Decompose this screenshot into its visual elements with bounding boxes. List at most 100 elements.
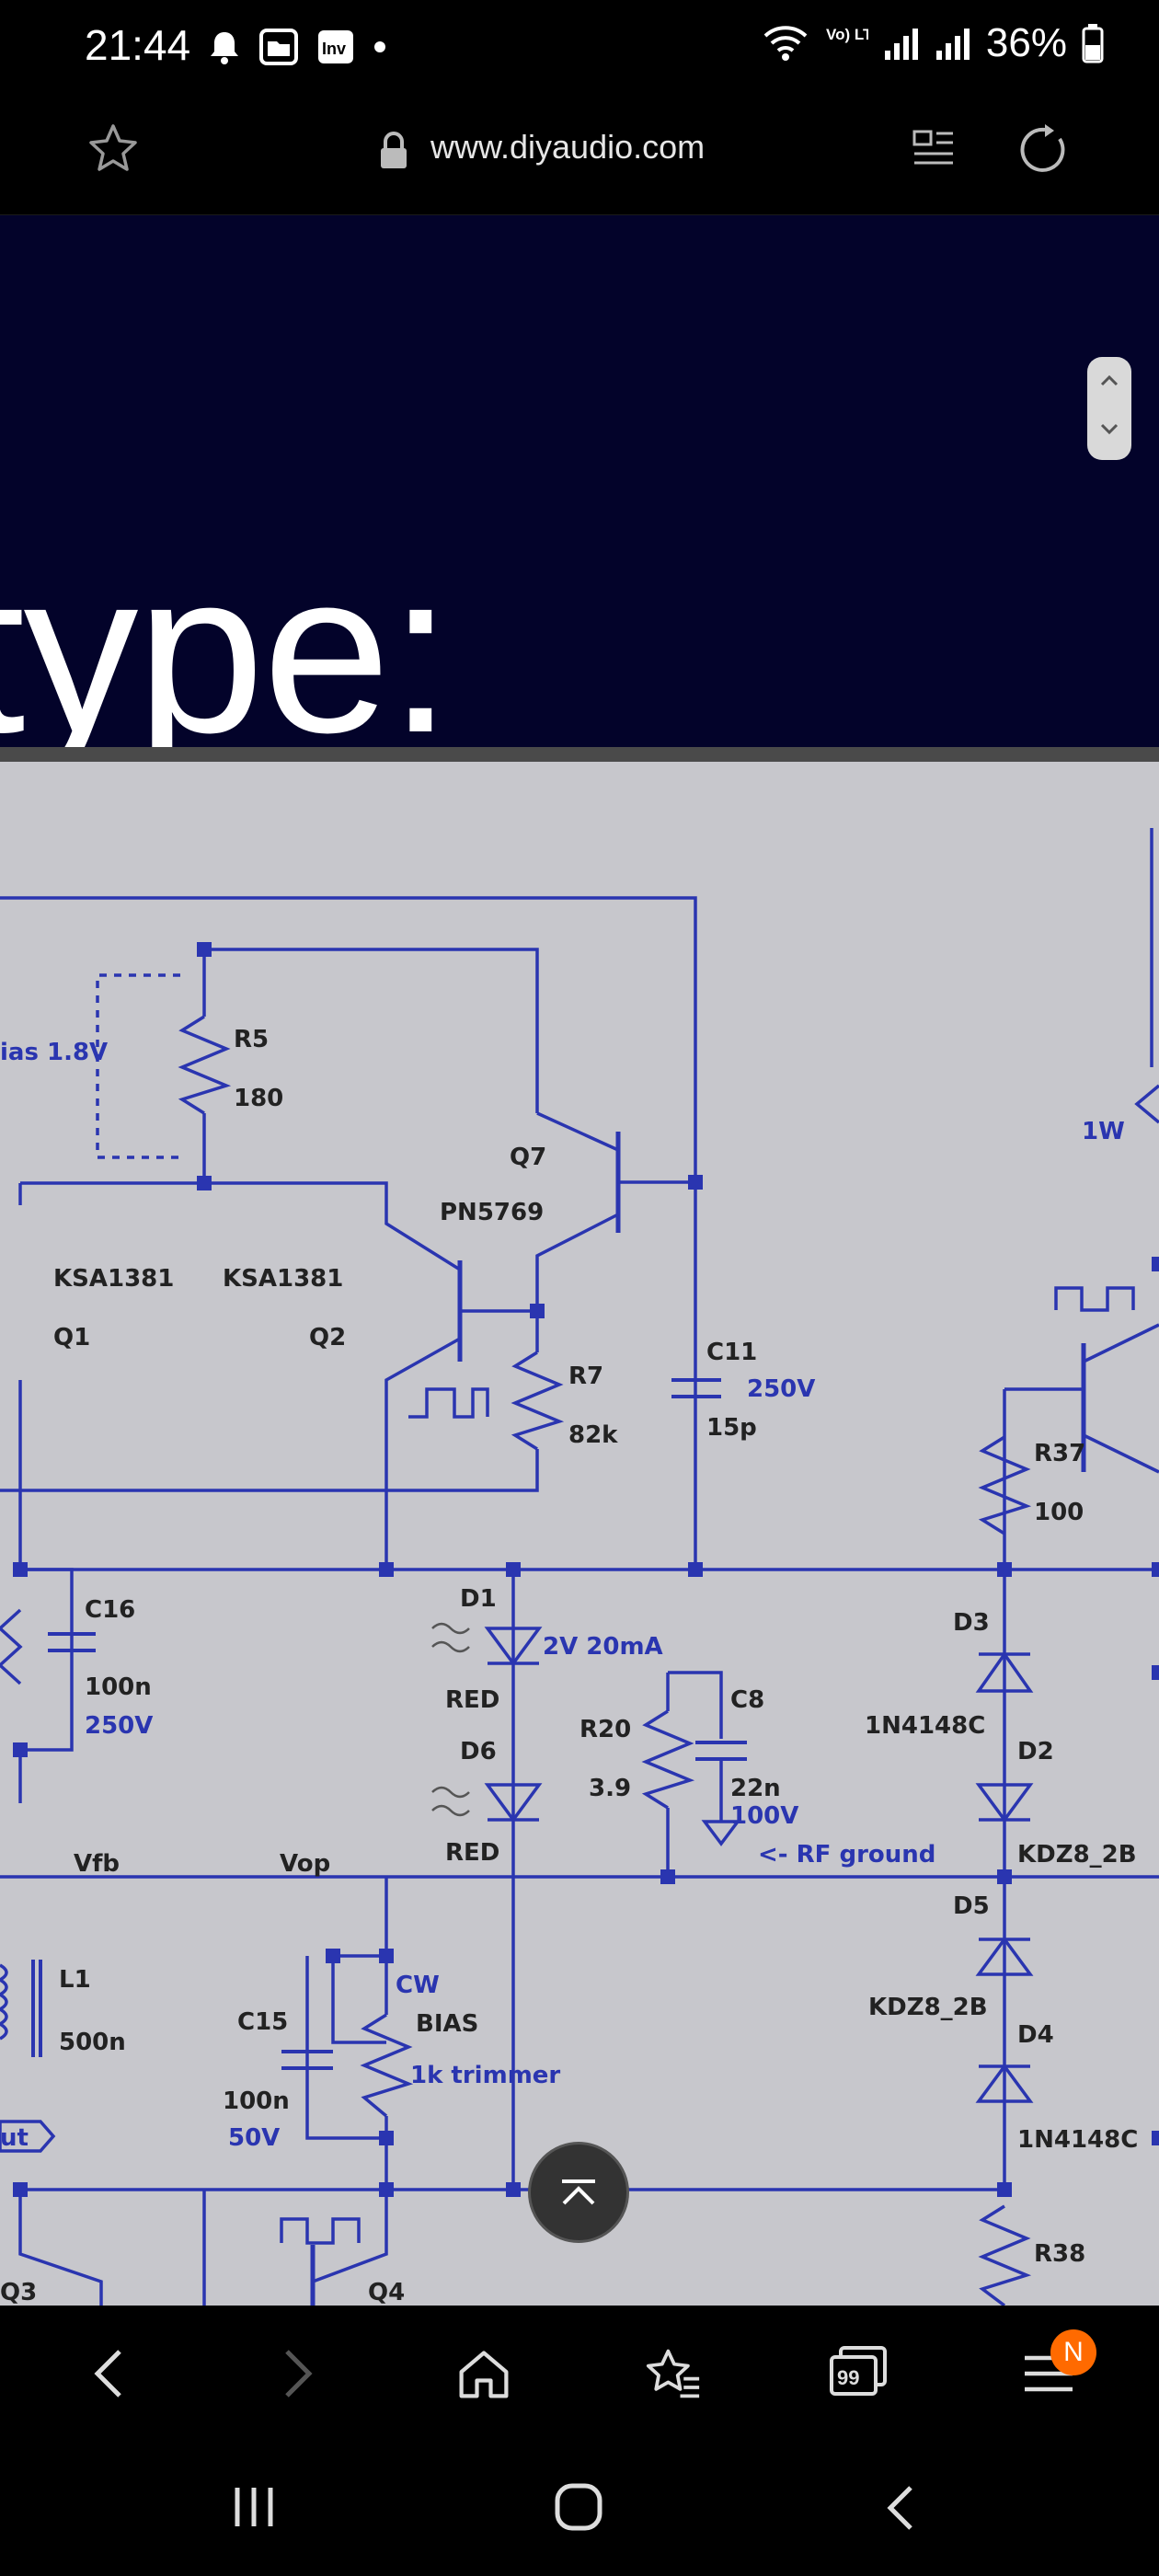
header-divider	[0, 747, 1159, 762]
wifi-icon	[763, 26, 808, 61]
reload-icon[interactable]	[1019, 124, 1071, 176]
label-c15-val: 100n	[223, 2087, 290, 2115]
label-bias-trimmer: BIAS	[416, 2010, 478, 2038]
label-c16: C16	[85, 1596, 135, 1624]
label-1n4148c-2: 1N4148C	[1017, 2126, 1138, 2154]
label-vfb: Vfb	[74, 1850, 120, 1878]
label-red1: RED	[445, 1686, 499, 1714]
back-to-top-button[interactable]	[528, 2142, 629, 2243]
back-nav-icon[interactable]	[881, 2484, 918, 2532]
chevron-up-icon	[1100, 374, 1119, 386]
svg-text:Inv: Inv	[322, 40, 346, 58]
lock-icon	[381, 132, 407, 168]
label-pn5769: PN5769	[440, 1199, 544, 1226]
status-bar: 21:44 Inv Vo) LTE1 36%	[0, 0, 1159, 97]
scroll-handle[interactable]	[1087, 357, 1131, 460]
system-nav-bar	[0, 2442, 1159, 2576]
bookmarks-icon	[646, 2349, 700, 2398]
label-r37: R37	[1034, 1440, 1085, 1467]
label-r20: R20	[580, 1716, 631, 1743]
chevron-down-icon	[1100, 423, 1119, 435]
label-c8-v: 100V	[730, 1802, 798, 1830]
inv-app-icon: Inv	[318, 30, 353, 63]
label-kdz8-1: KDZ8_2B	[1017, 1841, 1137, 1869]
schematic-image: ias 1.8V R5 180 Q7 PN5769 KSA1381 KSA138…	[0, 762, 1159, 2306]
label-c11-v: 250V	[747, 1375, 815, 1403]
label-d4: D4	[1017, 2021, 1054, 2049]
bell-icon	[211, 32, 238, 64]
label-q1: Q1	[53, 1324, 90, 1351]
bookmark-star-icon[interactable]	[86, 122, 140, 174]
label-red2: RED	[445, 1839, 499, 1867]
label-c15: C15	[237, 2008, 288, 2036]
browser-url-bar: www.diyaudio.com	[0, 97, 1159, 215]
label-vop: Vop	[280, 1850, 330, 1878]
status-time: 21:44	[85, 21, 191, 69]
status-right: Vo) LTE1 36%	[762, 20, 1104, 66]
label-c11: C11	[706, 1339, 757, 1366]
home-button[interactable]	[456, 2346, 511, 2401]
svg-text:Vo) LTE1: Vo) LTE1	[826, 26, 868, 43]
label-r5-val: 180	[234, 1085, 283, 1112]
label-q7: Q7	[510, 1144, 546, 1171]
notification-badge: N	[1050, 2329, 1096, 2375]
label-d1-spec: 2V 20mA	[543, 1633, 663, 1661]
dot-icon	[374, 41, 385, 52]
label-c8: C8	[730, 1686, 764, 1714]
label-r7-val: 82k	[568, 1421, 618, 1449]
label-kdz8-2: KDZ8_2B	[868, 1994, 988, 2021]
label-ksa1: KSA1381	[53, 1265, 174, 1293]
bookmarks-button[interactable]	[646, 2346, 701, 2401]
page-heading: type:	[0, 523, 453, 750]
label-r38: R38	[1034, 2240, 1085, 2268]
label-c16-val: 100n	[85, 1673, 152, 1701]
chevron-up-icon	[562, 2179, 595, 2205]
label-ksa2: KSA1381	[223, 1265, 343, 1293]
label-bias: ias 1.8V	[0, 1039, 108, 1066]
label-c11-val: 15p	[706, 1414, 757, 1442]
tabs-icon: 99	[830, 2346, 887, 2396]
label-l1: L1	[59, 1966, 91, 1994]
label-c8-val: 22n	[730, 1775, 781, 1802]
notification-icons: Inv	[208, 24, 386, 70]
label-d2: D2	[1017, 1738, 1054, 1765]
chevron-left-icon	[94, 2350, 121, 2398]
label-d3: D3	[953, 1609, 990, 1637]
svg-text:99: 99	[837, 2366, 859, 2389]
battery-icon	[1082, 24, 1104, 63]
forward-button[interactable]	[270, 2346, 326, 2401]
label-c16-v: 250V	[85, 1712, 153, 1740]
label-1n4148c-1: 1N4148C	[865, 1712, 985, 1740]
label-c15-v: 50V	[228, 2124, 280, 2152]
recent-apps-icon[interactable]	[230, 2484, 278, 2530]
chevron-right-icon	[285, 2350, 313, 2398]
label-l1-val: 500n	[59, 2029, 126, 2056]
back-button[interactable]	[81, 2346, 136, 2401]
signal-icon-1	[884, 29, 918, 60]
label-q2: Q2	[309, 1324, 346, 1351]
signal-icon-2	[935, 29, 970, 60]
label-q3: Q3	[0, 2279, 37, 2306]
tabs-button[interactable]: 99	[830, 2344, 889, 2399]
label-cw: CW	[396, 1972, 440, 1999]
label-q4: Q4	[368, 2279, 405, 2306]
url-text[interactable]: www.diyaudio.com	[430, 128, 706, 166]
label-out: ut	[0, 2124, 29, 2152]
label-d1: D1	[460, 1585, 497, 1613]
label-r20-val: 3.9	[589, 1775, 631, 1802]
home-icon	[459, 2351, 509, 2398]
site-header: type:	[0, 215, 1159, 749]
label-d5: D5	[953, 1892, 990, 1920]
label-r37-val: 100	[1034, 1499, 1084, 1526]
schematic-diagram: ias 1.8V R5 180 Q7 PN5769 KSA1381 KSA138…	[0, 828, 1159, 2306]
label-1w: 1W	[1082, 1118, 1125, 1145]
reader-mode-icon[interactable]	[911, 126, 957, 172]
browser-toolbar: 99 N	[0, 2306, 1159, 2442]
label-d6: D6	[460, 1738, 497, 1765]
label-r5: R5	[234, 1026, 269, 1053]
label-r7: R7	[568, 1363, 603, 1390]
label-rf-ground: <- RF ground	[758, 1841, 935, 1869]
folder-icon	[259, 29, 298, 65]
label-trimmer: 1k trimmer	[410, 2062, 560, 2089]
home-nav-icon[interactable]	[554, 2482, 603, 2532]
